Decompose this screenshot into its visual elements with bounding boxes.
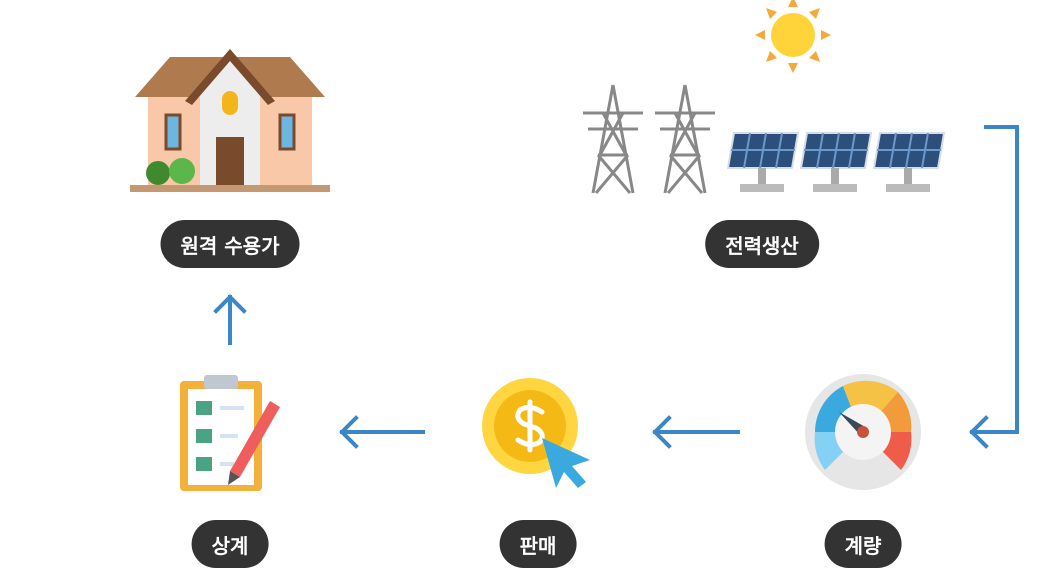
transmission-tower-icon [655, 84, 715, 194]
dollar-sign-icon [515, 399, 545, 453]
cursor-icon [542, 438, 590, 488]
coin-icon [482, 378, 590, 488]
transmission-tower-icon [583, 84, 643, 194]
clipboard-icon [180, 375, 280, 491]
remote-consumer-label: 원격 수용가 [160, 220, 300, 268]
arrow-sale-to-offset [339, 415, 425, 449]
offset-label: 상계 [191, 520, 269, 568]
solar-panel-icon [726, 132, 945, 193]
arrow-offset-to-consumer [213, 294, 247, 345]
arrow-generation-to-metering [969, 125, 1019, 449]
gauge-icon [805, 374, 921, 490]
metering-label: 계량 [824, 520, 902, 568]
pencil-icon [230, 401, 280, 477]
arrow-metering-to-sale [652, 415, 740, 449]
power-generation-label: 전력생산 [705, 220, 819, 268]
sale-label: 판매 [499, 520, 577, 568]
sun-icon [755, 0, 831, 73]
house-icon [130, 49, 330, 192]
